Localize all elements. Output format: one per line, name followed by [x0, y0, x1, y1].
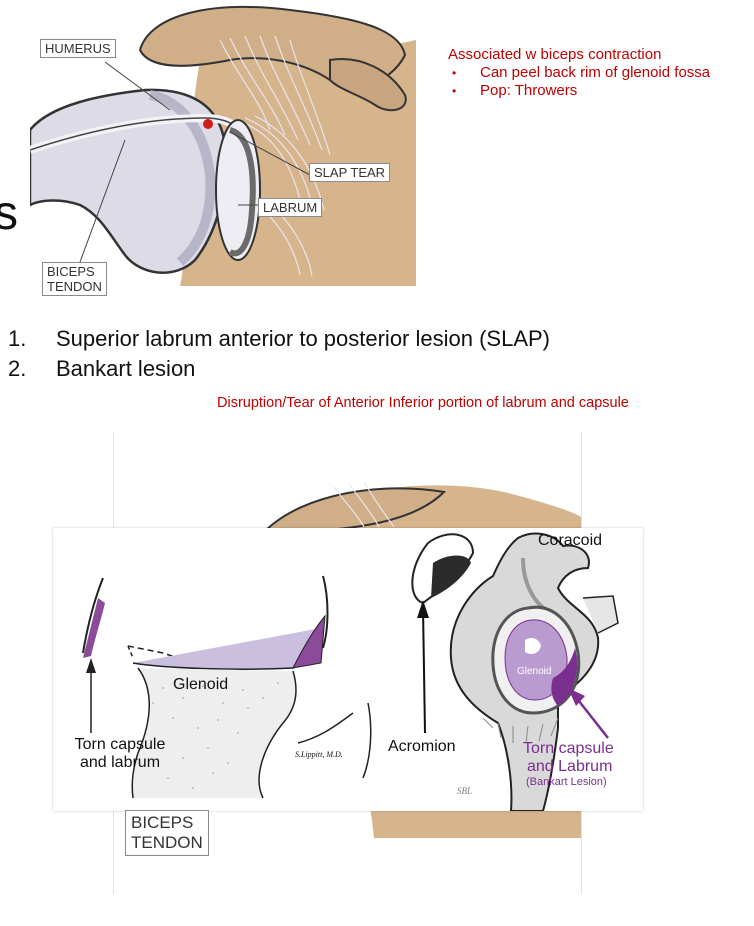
- bankart-arrow: [574, 695, 609, 739]
- biceps-label-line2: TENDON: [47, 279, 102, 294]
- slap-tear-label: SLAP TEAR: [309, 163, 391, 182]
- glenoid-label: Glenoid: [173, 676, 229, 693]
- coracoid-label: Coracoid: [538, 532, 603, 549]
- torn-capsule-line: [82, 577, 104, 654]
- original-labrum-outline: [127, 645, 194, 664]
- notes-bullet: •Pop: Throwers: [452, 82, 578, 99]
- glenoid-small-label: Glenoid: [517, 666, 552, 677]
- bottom-biceps-line1: BICEPS: [131, 813, 194, 832]
- intact-labrum: [292, 614, 326, 669]
- capsule-curve-2: [362, 702, 372, 779]
- glenoid-outline-left: [131, 667, 150, 799]
- torn-right-line1: Torn capsule: [523, 740, 614, 757]
- coracoid-tip: [582, 595, 619, 634]
- acromion-label: Acromion: [388, 738, 456, 755]
- glenoid-cartilage: [132, 627, 322, 670]
- notes-bullet: •Can peel back rim of glenoid fossa: [452, 64, 711, 81]
- ligament-fibers: [219, 35, 331, 277]
- original-labrum-outline-2: [127, 645, 134, 659]
- notes-bullets: •Can peel back rim of glenoid fossa •Pop…: [448, 64, 748, 100]
- posterior-capsule-line: [322, 575, 329, 649]
- capsule-curve: [297, 712, 354, 744]
- notes-heading: Associated w biceps contraction: [448, 46, 662, 63]
- bankart-diagram-panel: Glenoid Torn capsule and labrum S.Lippit…: [53, 528, 643, 812]
- biceps-tendon-label: BICEPS TENDON: [42, 262, 107, 296]
- list-text: Superior labrum anterior to posterior le…: [56, 326, 551, 351]
- glenoid-surface: [504, 619, 568, 701]
- biceps-tendon-outline: [29, 117, 236, 151]
- torn-capsule-left-label: Torn capsule and labrum: [55, 736, 185, 772]
- bone-stipple: [152, 682, 279, 789]
- labrum-label: LABRUM: [258, 198, 323, 217]
- torn-labrum-fragment: [83, 598, 105, 658]
- humerus-label: HUMERUS: [40, 39, 116, 58]
- lesion-list: 1. Superior labrum anterior to posterior…: [8, 324, 748, 384]
- list-item: 2. Bankart lesion: [8, 354, 748, 384]
- bankart-arrowhead: [568, 688, 585, 706]
- bare-spot: [525, 638, 541, 654]
- acromion-arrow: [422, 607, 426, 734]
- bankart-diagrams: [82, 532, 619, 812]
- bottom-biceps-line2: TENDON: [131, 833, 203, 852]
- glenoid-bone: [132, 668, 296, 798]
- humerus-leader: [104, 61, 171, 111]
- acromion-shade: [431, 555, 471, 598]
- scapula-striations: [482, 717, 559, 744]
- humeral-head-shading: [148, 90, 216, 266]
- slap-leader: [229, 131, 311, 176]
- notes-block: Associated w biceps contraction •Can pee…: [448, 46, 748, 100]
- bankart-lesion-mark: [551, 648, 578, 706]
- list-text: Bankart lesion: [56, 356, 196, 381]
- illustrator-initials: SBL: [457, 786, 473, 796]
- torn-left-line1: Torn capsule: [74, 736, 166, 753]
- slap-tear-spot: [203, 119, 213, 129]
- list-item: 1. Superior labrum anterior to posterior…: [8, 324, 748, 354]
- left-edge-glyph: s: [0, 187, 18, 240]
- coracoid-shape: [329, 58, 407, 112]
- torn-right-line2: and Labrum: [527, 758, 613, 775]
- biceps-leader: [79, 139, 126, 263]
- acromion-arrowhead: [417, 600, 429, 618]
- bg-ligaments: [333, 481, 395, 528]
- top-illustration: HUMERUS SLAP TEAR LABRUM BICEPS TENDON: [28, 0, 416, 296]
- bottom-biceps-tendon-label: BICEPS TENDON: [125, 810, 209, 856]
- list-number: 1.: [8, 326, 27, 351]
- biceps-label-line1: BICEPS: [47, 264, 95, 279]
- torn-capsule-arrowhead: [86, 658, 96, 673]
- torn-left-line2: and labrum: [79, 754, 161, 771]
- list-number: 2.: [8, 356, 27, 381]
- shoulder-slap-illustration: [28, 5, 416, 286]
- bankart-lesion-small-label: (Bankart Lesion): [526, 776, 607, 788]
- artist-signature: S.Lippitt, M.D.: [295, 750, 343, 759]
- bankart-note: Disruption/Tear of Anterior Inferior por…: [217, 395, 629, 411]
- torn-capsule-right-label: Torn capsule and Labrum (Bankart Lesion): [523, 740, 614, 789]
- labrum-shape: [228, 127, 256, 257]
- glenoid-outline-right: [258, 670, 297, 799]
